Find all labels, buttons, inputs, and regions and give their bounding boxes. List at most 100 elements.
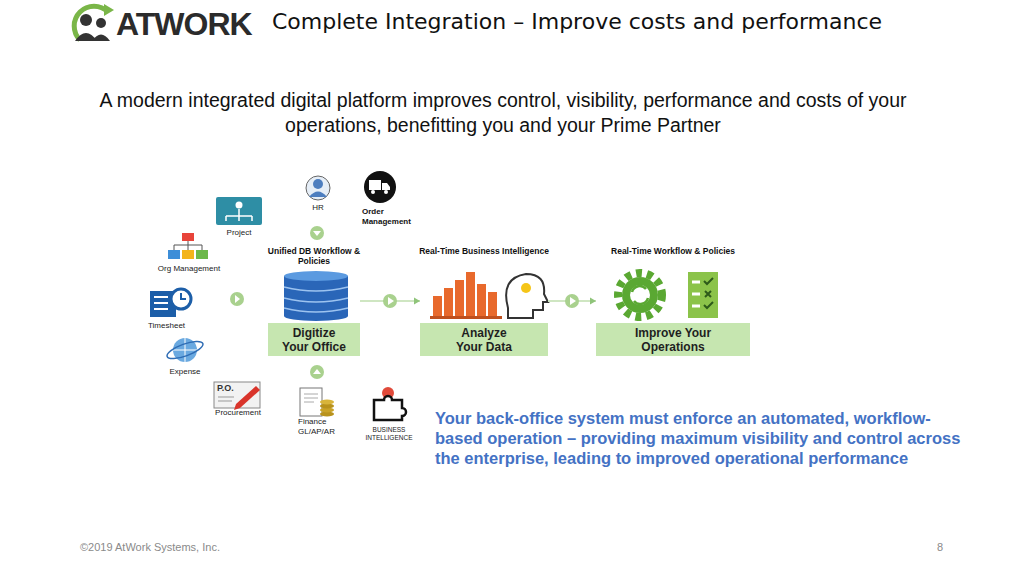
- arrow-head: [590, 297, 596, 304]
- form-label: P.O.: [217, 383, 247, 394]
- gear-icon-part: [618, 273, 662, 317]
- icon-label: Timesheet: [148, 321, 198, 331]
- flow-arrow-down-part: [313, 231, 321, 236]
- step-label: Digitize Your Office: [280, 326, 348, 354]
- gear-icon-part: [630, 285, 650, 305]
- logo-mark-part: [96, 18, 106, 28]
- connector-badge-arrow: [570, 297, 576, 305]
- project-icon-part: [236, 202, 243, 209]
- footer-copyright: ©2019 AtWork Systems, Inc.: [80, 541, 380, 554]
- process-step: Real-Time Workflow & PoliciesImprove You…: [596, 246, 750, 356]
- step-label: Analyze Your Data: [450, 326, 518, 354]
- step-label: Improve Your Operations: [620, 326, 726, 354]
- logo-mark-part: [104, 4, 114, 16]
- bar-chart-icon-part: [444, 288, 453, 318]
- checklist-icon-part: [705, 291, 711, 297]
- icon-label: Order Management: [362, 207, 417, 227]
- flow-arrow-right-part: [230, 292, 244, 306]
- icon-label: Finance GL/AP/AR: [298, 417, 342, 437]
- bar-chart-icon-part: [430, 316, 502, 319]
- icon-label: HR: [300, 203, 336, 213]
- project-icon-part: [216, 197, 262, 225]
- order-icon-part: [364, 171, 396, 203]
- order-icon-part: [384, 190, 388, 194]
- connector-line: [360, 300, 420, 302]
- step-heading: Unified DB Workflow & Policies: [262, 246, 366, 266]
- process-step: Real-Time Business IntelligenceAnalyze Y…: [420, 246, 548, 356]
- hr-icon-part: [313, 179, 323, 189]
- project-icon-part: [226, 209, 252, 221]
- org-icon-part: [168, 250, 180, 259]
- order-icon-part: [371, 190, 375, 194]
- process-step: Unified DB Workflow & PoliciesDigitize Y…: [268, 246, 360, 356]
- procurement-icon: [214, 382, 260, 410]
- hr-icon-part: [306, 176, 330, 200]
- timesheet-icon: [150, 289, 191, 317]
- bar-chart-icon: [430, 272, 548, 319]
- gear-icon-part: [622, 277, 658, 313]
- timesheet-icon-part: [171, 289, 191, 309]
- icon-label: Procurement: [205, 408, 271, 418]
- checklist-icon: [688, 272, 718, 318]
- bar-chart-icon-part: [433, 296, 442, 318]
- checklist-icon-part: [704, 278, 713, 308]
- flow-arrow-up-part: [310, 365, 324, 379]
- finance-icon: [300, 388, 334, 417]
- gear-icon-part: [632, 286, 648, 304]
- hr-icon: [306, 176, 330, 200]
- checklist-icon-part: [688, 272, 718, 318]
- connector-line: [548, 300, 596, 302]
- expense-icon-part: [165, 338, 205, 362]
- project-icon: [216, 197, 262, 225]
- org-icon: [168, 233, 208, 259]
- bar-chart-icon-part: [466, 272, 475, 318]
- flow-arrow-right: [230, 292, 244, 306]
- step-box: Improve Your Operations: [596, 323, 750, 356]
- org-icon-part: [174, 241, 202, 250]
- org-icon-part: [182, 250, 194, 259]
- flow-connector: [360, 294, 420, 308]
- bar-chart-icon-part: [477, 284, 486, 318]
- subtitle: A modern integrated digital platform imp…: [83, 88, 923, 138]
- icon-label: Expense: [160, 367, 210, 377]
- logo-mark: [74, 4, 114, 41]
- slide-title: Complete Integration – Improve costs and…: [272, 9, 882, 34]
- database-icon-part: [284, 276, 348, 316]
- bar-chart-icon-part: [488, 292, 497, 318]
- finance-icon-part: [300, 388, 322, 416]
- database-icon: [284, 271, 348, 321]
- procurement-icon-part: [234, 386, 260, 410]
- bar-chart-icon-part: [455, 280, 464, 318]
- bar-chart-icon-part: [506, 274, 548, 318]
- icon-label: BUSINESS INTELLIGENCE: [360, 426, 418, 442]
- database-icon-part: [284, 271, 348, 281]
- order-icon-part: [369, 180, 381, 190]
- flow-arrow-right-part: [235, 295, 240, 303]
- order-icon: [364, 171, 396, 203]
- callout-text: Your back-office system must enforce an …: [435, 408, 970, 468]
- gear-icon: [618, 273, 662, 317]
- connector-badge-arrow: [388, 297, 394, 305]
- flow-connector: [548, 294, 596, 308]
- icon-label: Org Management: [148, 264, 230, 274]
- org-icon-part: [182, 233, 194, 241]
- flow-arrow-down-part: [310, 226, 324, 240]
- icon-label: Project: [214, 228, 264, 238]
- step-box: Digitize Your Office: [268, 323, 360, 356]
- connector-badge: [383, 294, 397, 308]
- flow-arrow-up-part: [313, 369, 321, 374]
- arrow-head: [414, 297, 420, 304]
- database-icon-part: [284, 287, 348, 312]
- logo-mark-part: [92, 35, 110, 42]
- finance-icon-part: [304, 394, 318, 402]
- timesheet-icon-part: [181, 293, 186, 299]
- procurement-icon-part: [218, 397, 234, 401]
- order-icon-part: [382, 183, 390, 190]
- bar-chart-icon-part: [521, 283, 531, 293]
- checklist-icon-part: [692, 282, 700, 306]
- page-number: 8: [930, 541, 950, 554]
- org-icon-part: [196, 250, 208, 259]
